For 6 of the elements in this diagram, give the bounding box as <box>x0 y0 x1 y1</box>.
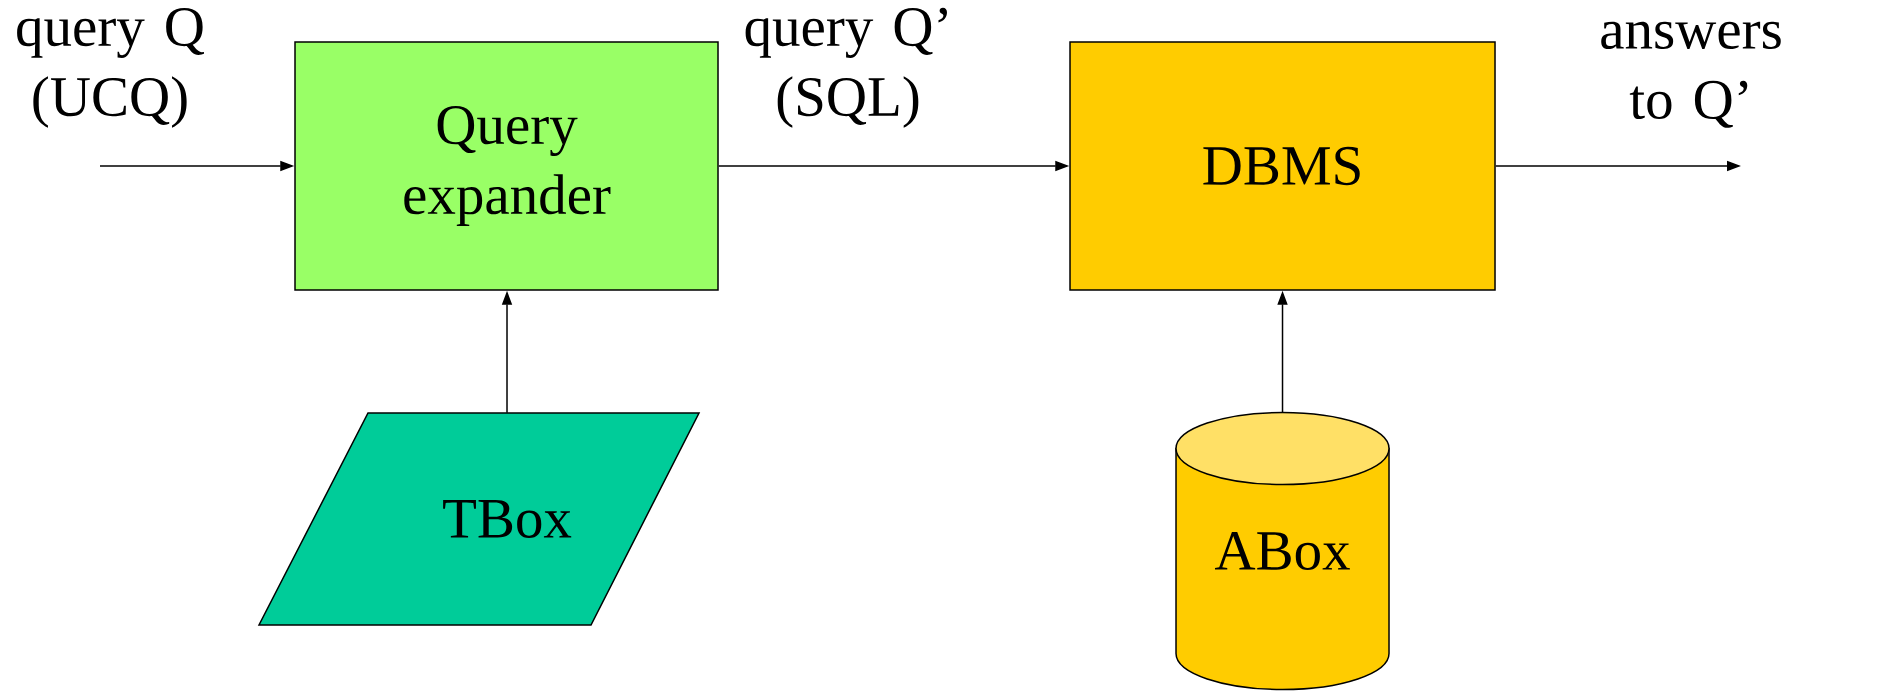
edge-label: query Q (UCQ) <box>17 7 204 128</box>
cylinder: ABox <box>1175 411 1390 691</box>
edge-label: query Q’ (SQL) <box>745 7 947 128</box>
process-box: Query expander <box>294 41 719 291</box>
edge-label: answers to Q’ <box>1601 21 1781 128</box>
process-box: DBMS <box>1069 41 1496 291</box>
